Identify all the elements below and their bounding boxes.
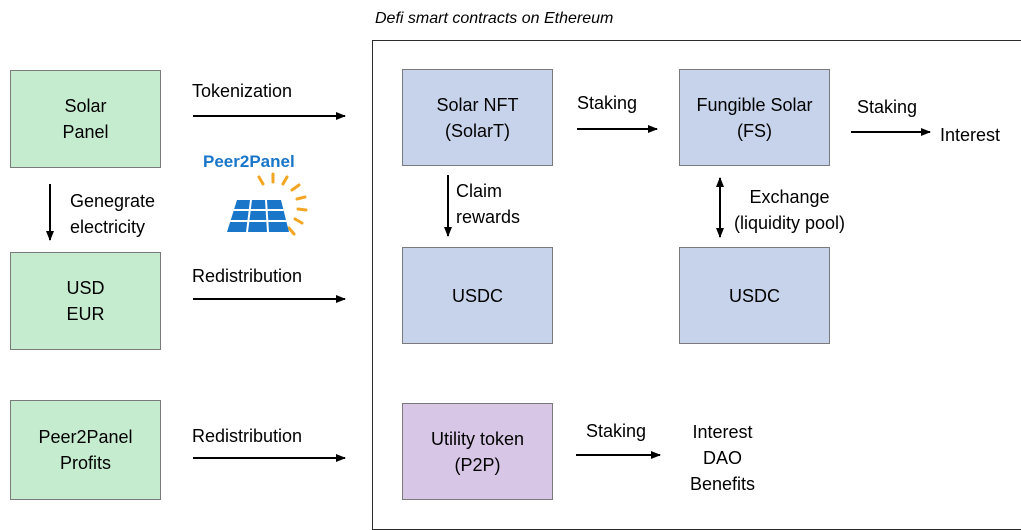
staking-label-1: Staking: [577, 93, 638, 113]
fiat-box: USD EUR: [10, 252, 161, 350]
redistribution-label-2: Redistribution: [192, 426, 303, 446]
staking-label-2: Staking: [857, 97, 918, 117]
claim-rewards-label: Claim rewards: [456, 178, 520, 230]
tokenization-label: Tokenization: [192, 81, 293, 101]
usdc-right-label: USDC: [728, 285, 780, 306]
fiat-line-2: EUR: [66, 304, 105, 324]
generate-line-2: electricity: [70, 217, 146, 237]
usdc-left-label: USDC: [451, 285, 503, 306]
peer2panel-logo-text: Peer2Panel: [203, 152, 295, 171]
benefits-line-2: DAO: [703, 448, 743, 468]
solar-logo-icon: [227, 172, 308, 236]
exchange-line-1: Exchange: [749, 187, 830, 207]
solar-panel-line-2: Panel: [62, 122, 109, 142]
generate-line-1: Genegrate: [70, 191, 156, 211]
utility-token-line-2: (P2P): [454, 454, 501, 475]
fungible-solar-box: Fungible Solar (FS): [679, 69, 830, 166]
profits-line-1: Peer2Panel: [38, 427, 133, 447]
fungible-solar-line-2: (FS): [736, 120, 772, 141]
defi-frame-title: Defi smart contracts on Ethereum: [375, 10, 614, 27]
fungible-solar-line-1: Fungible Solar: [696, 94, 813, 115]
utility-token-box: Utility token (P2P): [402, 403, 553, 500]
usdc-left-box: USDC: [402, 247, 553, 344]
solar-nft-line-1: Solar NFT: [436, 94, 519, 115]
benefits-label: Interest DAO Benefits: [690, 419, 755, 497]
redistribution-label-1: Redistribution: [192, 266, 303, 286]
solar-nft-box: Solar NFT (SolarT): [402, 69, 553, 166]
profits-line-2: Profits: [59, 453, 111, 473]
utility-token-line-1: Utility token: [430, 428, 525, 449]
usdc-right-box: USDC: [679, 247, 830, 344]
fiat-line-1: USD: [66, 278, 105, 298]
staking-label-3: Staking: [586, 421, 647, 441]
exchange-line-2: (liquidity pool): [734, 213, 846, 233]
claim-rewards-line-1: Claim: [456, 181, 503, 201]
peer2panel-logo: Peer2Panel: [203, 152, 323, 242]
benefits-line-1: Interest: [692, 422, 753, 442]
generate-electricity-label: Genegrate electricity: [70, 188, 155, 240]
solar-panel-line-1: Solar: [64, 96, 107, 116]
profits-box: Peer2Panel Profits: [10, 400, 161, 500]
interest-label: Interest: [940, 125, 1001, 145]
solar-nft-line-2: (SolarT): [444, 120, 510, 141]
solar-panel-box: Solar Panel: [10, 70, 161, 168]
claim-rewards-line-2: rewards: [456, 207, 521, 227]
exchange-label: Exchange (liquidity pool): [734, 184, 845, 236]
benefits-line-3: Benefits: [690, 474, 756, 494]
